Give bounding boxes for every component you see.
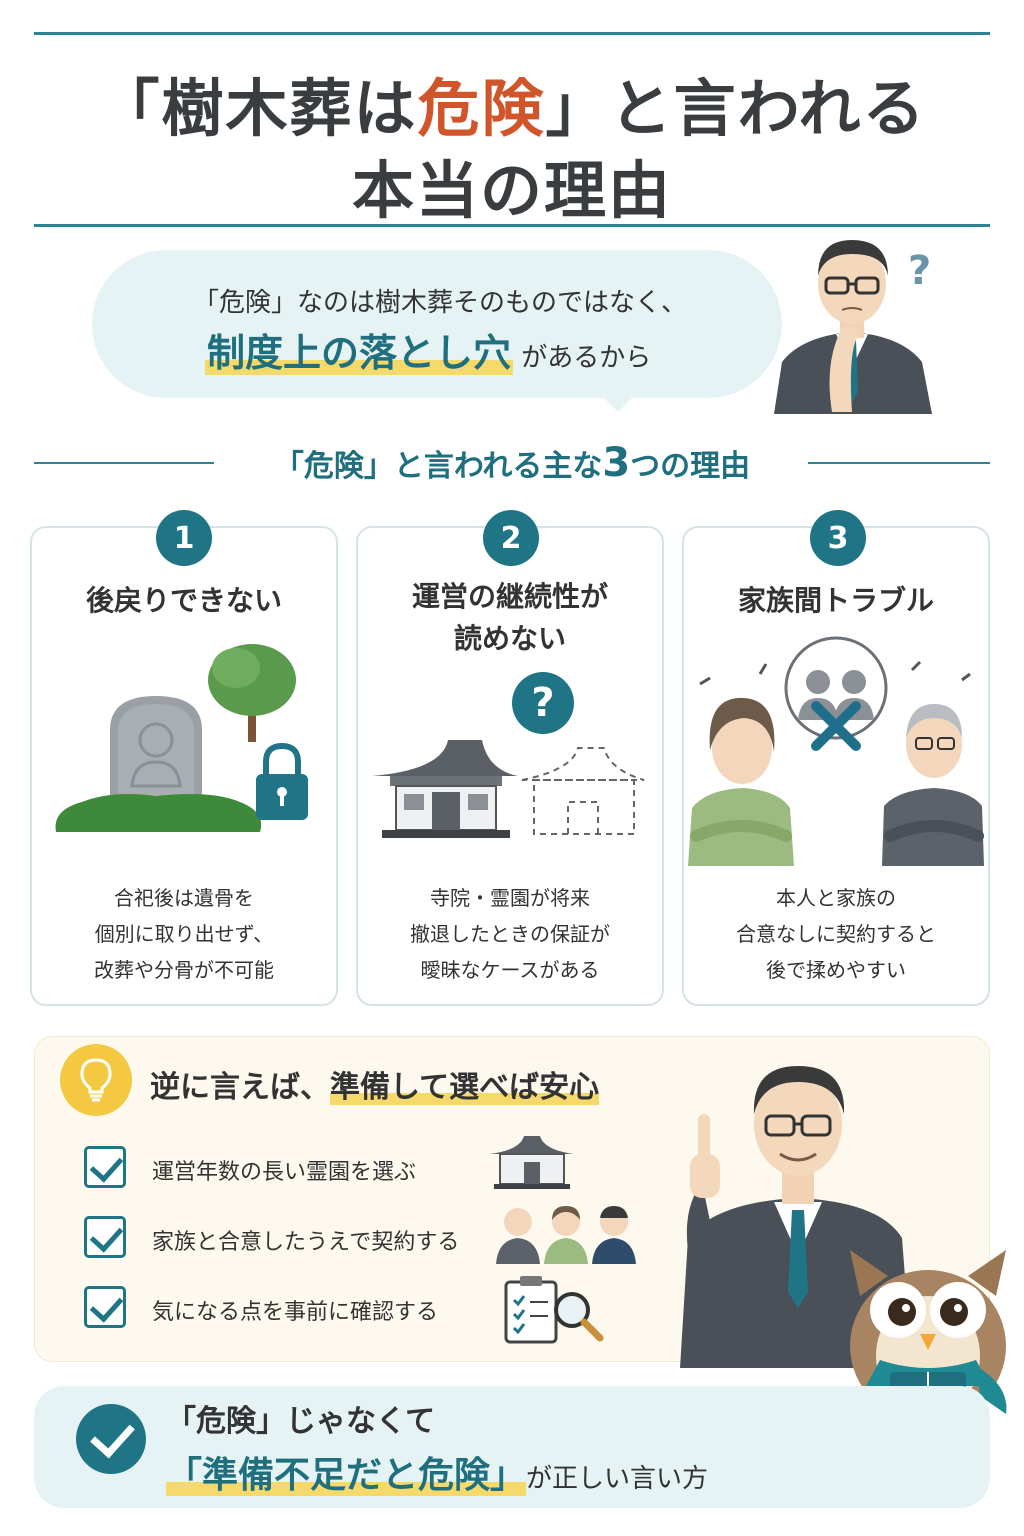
title-text-after: 」と言われる [545,72,927,145]
temple-illustration [372,740,645,838]
page-title-line2: 本当の理由 [351,154,672,227]
conclusion-line1: 「危険」じゃなくて [166,1404,436,1439]
tip-item-1: 運営年数の長い霊園を選ぶ [152,1160,417,1185]
question-circle-mark: ? [531,680,555,726]
title-rule-top [34,32,990,35]
family-group-icon [496,1206,636,1264]
reason-desc-2-line2: 撤退したときの保証が [410,922,610,946]
reason-title-3: 家族間トラブル [737,584,934,617]
reason-desc-1-line1: 合祀後は遺骨を [114,886,254,910]
reason-desc-3-line2: 合意なしに契約すると [736,922,936,946]
check-icon-3 [84,1286,126,1328]
reason-desc-3-line3: 後で揉めやすい [766,958,906,982]
reason-title-1: 後戻りできない [85,584,282,617]
reason-desc-1-line3: 改葬や分骨が不可能 [94,958,274,982]
bubble-text-line1: 「危険」なのは樹木葬そのものではなく、 [192,288,687,318]
section-rule-right [808,462,990,464]
small-temple-icon [490,1136,574,1189]
reason-number-1: 1 [156,510,212,566]
page-title-line1: 「樹木葬は危険」と言われる [0,58,1024,148]
check-icon-1 [84,1146,126,1188]
reason-card-2 [356,526,664,1006]
check-icon-2 [84,1216,126,1258]
question-icon: ? [908,248,932,294]
reason-desc-2-line3: 曖昧なケースがある [420,958,600,982]
family-conflict-illustration [688,636,984,866]
section-title: 「危険」と言われる主な3つの理由 [0,440,1024,486]
businessman-thinking-illustration [774,240,932,414]
reason-number-2: 2 [483,510,539,566]
conclusion-highlight: 「準備不足だと危険」 [166,1455,527,1496]
gravestone-tree-lock-illustration [55,644,308,832]
tip-item-2: 家族と合意したうえで契約する [152,1230,460,1255]
title-rule-bottom [34,224,990,227]
bubble-text-after: があるから [521,343,652,373]
tip-heading-before: 逆に言えば、 [150,1070,330,1105]
reason-desc-3-line1: 本人と家族の [776,886,896,910]
conclusion-line2: 「準備不足だと危険」が正しい言い方 [166,1446,708,1498]
tip-item-3: 気になる点を事前に確認する [152,1300,439,1325]
reason-title-2-line1: 運営の継続性が [411,580,608,613]
bubble-text-line2: 制度上の落とし穴 があるから [205,322,765,377]
title-text-before: 「樹木葬は [97,72,418,145]
question-circle-icon: ? [512,672,574,734]
section-rule-left [34,462,214,464]
lightbulb-icon [60,1044,132,1116]
bubble-highlight: 制度上の落とし穴 [205,331,514,375]
reason-desc-1-line2: 個別に取り出せず、 [94,922,274,946]
tip-heading: 逆に言えば、準備して選べば安心 [150,1062,600,1106]
speech-bubble-tail [600,394,636,412]
clipboard-magnifier-icon [504,1276,604,1344]
conclusion-check-icon [76,1404,146,1474]
title-accent: 危険 [417,72,546,145]
reason-number-3: 3 [810,510,866,566]
reason-desc-2-line1: 寺院・霊園が将来 [430,886,590,910]
conclusion-line2-after: が正しい言い方 [526,1464,709,1494]
reason-title-2-line2: 読めない [453,622,566,655]
section-title-before: 「危険」と言われる主な [273,449,603,484]
tip-heading-highlight: 準備して選べば安心 [330,1070,600,1105]
section-title-after: つの理由 [630,449,751,484]
section-title-number: 3 [602,440,631,486]
